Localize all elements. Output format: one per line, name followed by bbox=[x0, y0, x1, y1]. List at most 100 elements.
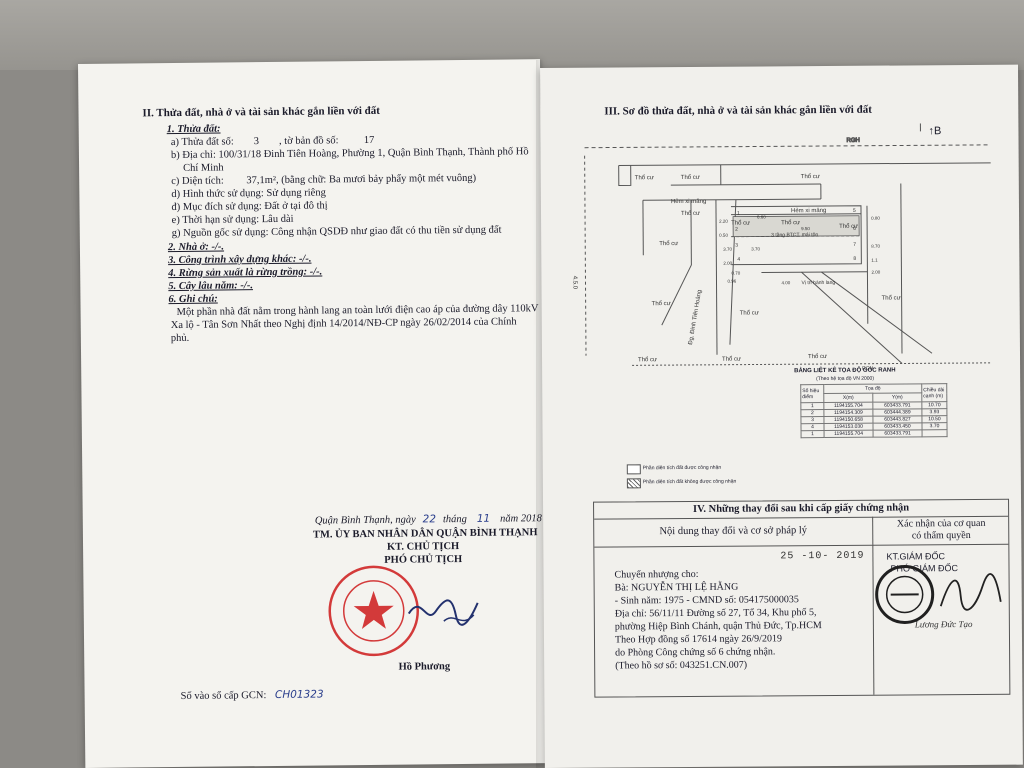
map-lot-label: Thổ cư bbox=[731, 220, 750, 227]
map-lot-label: Thổ cư bbox=[882, 294, 901, 301]
map-side-label: 4.5.0 bbox=[571, 276, 577, 290]
legend-unrecognized: Phần diện tích đất không được công nhận bbox=[642, 478, 737, 486]
change-dossier: (Theo hồ sơ số: 043251.CN.007) bbox=[615, 659, 748, 672]
map-dimension: 0.80 bbox=[871, 216, 880, 221]
section-3-title: III. Sơ đồ thửa đất, nhà ở và tài sản kh… bbox=[604, 103, 872, 118]
north-label: B bbox=[933, 125, 942, 138]
land-parcel-label: a) Thửa đất số: bbox=[170, 136, 234, 149]
map-point-number: 5 bbox=[853, 208, 856, 214]
right-page: III. Sơ đồ thửa đất, nhà ở và tài sản kh… bbox=[540, 64, 1023, 768]
changes-col2-header-line1: Xác nhận của cơ quan bbox=[896, 517, 986, 530]
changes-box: IV. Những thay đổi sau khi cấp giấy chứn… bbox=[593, 498, 1011, 698]
date-prefix: Quận Bình Thạnh, ngày bbox=[314, 514, 416, 527]
land-usage-origin: g) Nguồn gốc sử dụng: Công nhận QSDĐ như… bbox=[171, 224, 502, 240]
map-dimension: 2.00 bbox=[723, 261, 732, 266]
map-dimension: 0.70 bbox=[731, 271, 740, 276]
black-seal-stamp bbox=[875, 564, 935, 624]
coord-header: Y(m) bbox=[872, 392, 922, 403]
date-day: 22 bbox=[422, 513, 437, 526]
page-fold bbox=[536, 60, 544, 768]
map-dimension: 0.50 bbox=[719, 233, 728, 238]
changes-col2-header-line2: có thẩm quyền bbox=[911, 530, 971, 542]
map-dimension: 3.70 bbox=[751, 246, 760, 251]
changes-header-row: Nội dung thay đổi và cơ sở pháp lý Xác n… bbox=[594, 515, 1009, 548]
legend-swatch-unrecognized bbox=[626, 478, 641, 489]
map-lot-label: Thổ cư bbox=[808, 353, 827, 360]
red-seal-stamp bbox=[328, 565, 419, 657]
background-surface bbox=[0, 0, 1024, 70]
map-house-note: 3 tầng BTCT, mái tôn bbox=[771, 232, 818, 238]
changes-title: IV. Những thay đổi sau khi cấp giấy chứn… bbox=[693, 502, 910, 515]
map-dimension: 6.60 bbox=[757, 214, 766, 219]
map-dimension: 3.70 bbox=[723, 247, 732, 252]
chairman-signature bbox=[407, 599, 479, 626]
legend-swatch-recognized bbox=[626, 464, 641, 475]
change-contract-line2: do Phòng Công chứng số 6 chứng nhận. bbox=[615, 646, 776, 659]
register-label: Số vào sổ cấp GCN: bbox=[180, 690, 267, 702]
map-lot-label: Thổ cư bbox=[635, 174, 654, 181]
land-parcel-map: RGH Thổ cư Thổ cư bbox=[571, 123, 993, 372]
map-point-number: 6 bbox=[853, 226, 856, 232]
map-lot-label: Thổ cư bbox=[722, 356, 741, 363]
map-corridor-label: Vị trí hành lang bbox=[801, 280, 835, 286]
map-point-number: 4 bbox=[737, 257, 740, 263]
change-birth: - Sinh năm: 1975 - CMND số: 054175000035 bbox=[614, 594, 799, 607]
coord-cell: 1 bbox=[801, 430, 825, 438]
left-page: II. Thửa đất, nhà ở và tài sản khác gắn … bbox=[78, 59, 548, 768]
date-month: 11 bbox=[476, 512, 491, 525]
coord-header: X(m) bbox=[823, 393, 873, 403]
map-alley-label: Hẻm xi măng bbox=[791, 208, 826, 214]
map-lot-label: Thổ cư bbox=[638, 356, 657, 363]
map-road-label: Đg. Đinh Tiên Hoàng bbox=[688, 289, 703, 345]
map-dimension: 1.1 bbox=[871, 258, 878, 263]
house-line: 2. Nhà ở: -/-. bbox=[167, 241, 225, 254]
register-number: CH01323 bbox=[274, 688, 324, 701]
legend-recognized: Phần diện tích đất được công nhận bbox=[642, 464, 722, 472]
issuing-org: TM. ỦY BAN NHÂN DÂN QUẬN BÌNH THẠNH bbox=[312, 527, 538, 541]
changes-col1: Nội dung thay đổi và cơ sở pháp lý bbox=[594, 516, 874, 547]
coord-cell bbox=[922, 429, 948, 437]
land-usage-purpose: đ) Mục đích sử dụng: Đất ở tại đô thị bbox=[171, 200, 328, 214]
land-address-line2: Chí Minh bbox=[183, 162, 224, 174]
map-rgh-bottom: RGH bbox=[862, 366, 874, 372]
map-dimension: 2.00 bbox=[871, 270, 880, 275]
land-sheet-label: , tờ bản đồ số: bbox=[278, 135, 339, 147]
section-2-title: II. Thửa đất, nhà ở và tài sản khác gắn … bbox=[142, 104, 380, 120]
map-point-number: 7 bbox=[853, 242, 856, 248]
land-address-line1: b) Địa chỉ: 100/31/18 Đinh Tiên Hoàng, P… bbox=[170, 146, 529, 162]
coord-table-subtitle: (Theo hệ tọa độ VN 2000) bbox=[816, 375, 875, 383]
map-lot-label: Thổ cư bbox=[740, 309, 759, 316]
map-point-number: 2 bbox=[735, 227, 738, 233]
land-parcel-number: 3 bbox=[253, 136, 260, 148]
map-dimension: 9.50 bbox=[801, 226, 810, 231]
map-lot-label: Thổ cư bbox=[839, 223, 858, 230]
forest-line: 4. Rừng sản xuất là rừng trồng: -/-. bbox=[168, 266, 323, 280]
land-sheet-number: 17 bbox=[363, 134, 375, 147]
map-point-number: 8 bbox=[853, 256, 856, 262]
land-usage-term: e) Thời hạn sử dụng: Lâu dài bbox=[171, 213, 294, 227]
map-lot-label: Thổ cư bbox=[681, 210, 700, 217]
note-heading: 6. Ghi chú: bbox=[168, 293, 218, 306]
coord-header: Chiều dài cạnh (m) bbox=[921, 383, 947, 402]
map-lot-label: Thổ cư bbox=[652, 300, 671, 307]
map-rgh-top: RGH bbox=[846, 138, 859, 144]
map-dimension: 2.20 bbox=[719, 219, 728, 224]
director-name: Lương Đức Tạo bbox=[914, 618, 973, 630]
chairman-name: Hồ Phương bbox=[398, 661, 451, 673]
map-lot-label: Thổ cư bbox=[659, 240, 678, 247]
coord-table-title: BẢNG LIỆT KÊ TỌA ĐỘ GÓC RANH bbox=[794, 367, 896, 375]
land-heading: 1. Thửa đất: bbox=[166, 123, 221, 136]
kt-chairman: KT. CHỦ TỊCH bbox=[386, 541, 460, 553]
map-lot-label: Thổ cư bbox=[801, 173, 820, 180]
changes-col2-header: Xác nhận của cơ quan có thẩm quyền bbox=[876, 518, 1006, 543]
change-contract-line1: Theo Hợp đồng số 17614 ngày 26/9/2019 bbox=[614, 633, 782, 646]
map-dimension: 8.70 bbox=[871, 244, 880, 249]
change-address-line2: phường Hiệp Bình Chánh, quận Thủ Đức, Tp… bbox=[614, 620, 822, 633]
note-line3: phủ. bbox=[170, 332, 190, 345]
coord-table: Số hiệu điểm Tọa độ Chiều dài cạnh (m) X… bbox=[800, 383, 948, 438]
map-dimension: 0.96 bbox=[727, 279, 736, 284]
change-owner: Bà: NGUYỄN THỊ LỆ HẰNG bbox=[614, 581, 739, 594]
issue-date: Quận Bình Thạnh, ngày 22 tháng 11 năm 20… bbox=[315, 512, 542, 527]
